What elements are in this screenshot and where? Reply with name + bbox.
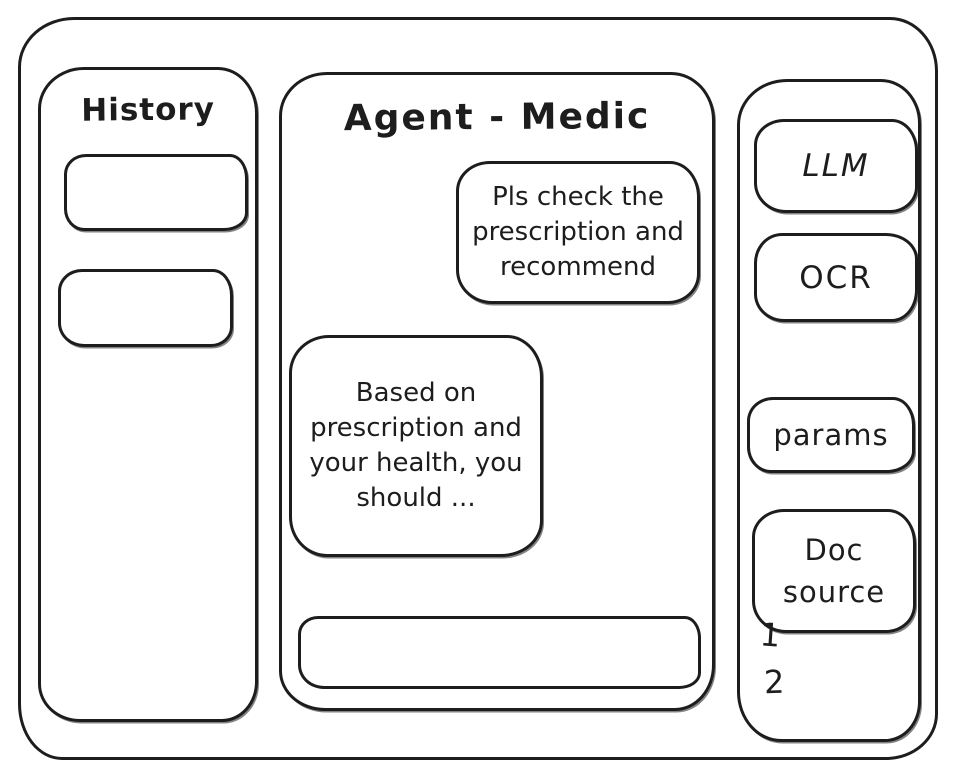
history-item[interactable] (64, 154, 248, 231)
doc-source-button[interactable]: Doc source (752, 509, 916, 633)
params-button[interactable]: params (747, 397, 915, 473)
llm-button[interactable]: LLM (754, 119, 918, 213)
chat-panel-title: Agent - Medic (343, 95, 651, 140)
ocr-button[interactable]: OCR (754, 233, 918, 322)
user-message-bubble: Pls check the prescription and recommend (456, 161, 700, 304)
tools-panel: LLM OCR params Doc source 1 2 (737, 79, 921, 742)
user-message-text: Pls check the prescription and recommend (472, 181, 684, 283)
history-panel: History (38, 67, 258, 722)
doc-source-item-1[interactable]: 1 (758, 615, 782, 655)
message-input[interactable] (298, 616, 701, 689)
assistant-message-bubble: Based on prescription and your health, y… (289, 335, 543, 557)
history-panel-title: History (81, 91, 216, 129)
assistant-message-text: Based on prescription and your health, y… (309, 377, 523, 514)
history-item[interactable] (58, 269, 233, 347)
chat-panel: Agent - Medic Pls check the prescription… (279, 72, 715, 711)
doc-source-button-label: Doc source (782, 532, 886, 609)
doc-source-item-2[interactable]: 2 (763, 662, 786, 702)
